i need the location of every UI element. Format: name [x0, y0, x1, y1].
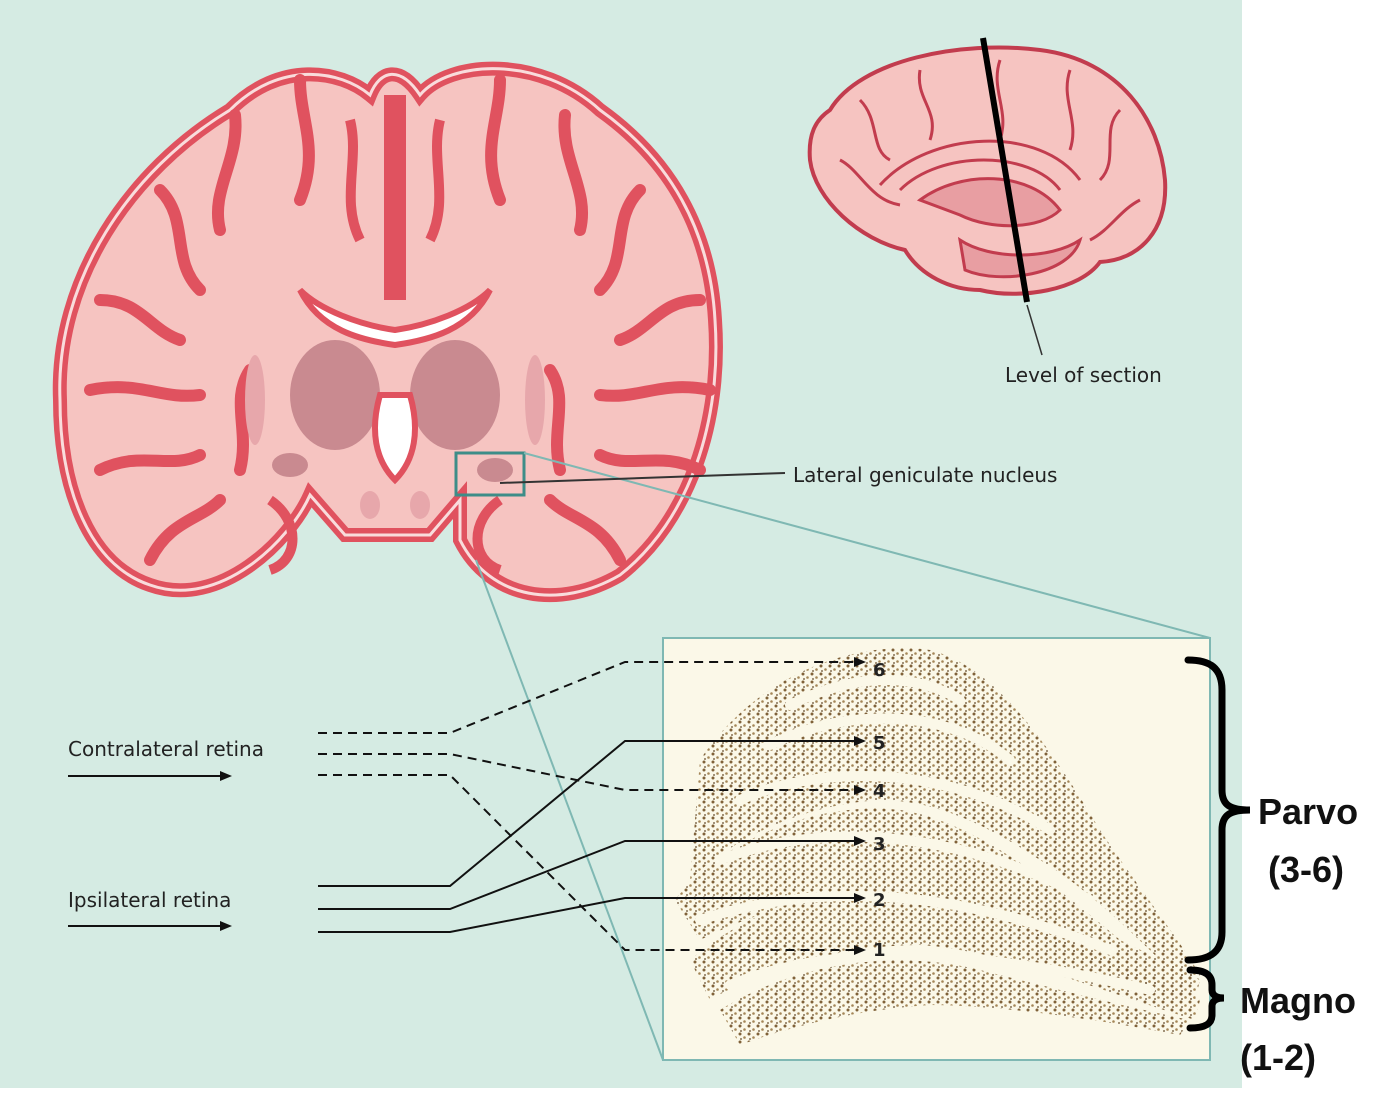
layer-number-6: 6	[873, 660, 886, 681]
layer-number-5: 5	[873, 733, 886, 754]
layer-number-1: 1	[873, 940, 886, 961]
ipsilateral-retina-label: Ipsilateral retina	[68, 888, 231, 912]
layer-number-4: 4	[873, 781, 886, 802]
parvo-title: Parvo	[1258, 791, 1358, 832]
lgn-label: Lateral geniculate nucleus	[793, 463, 1057, 487]
contralateral-retina-label: Contralateral retina	[68, 737, 264, 761]
magno-title: Magno	[1240, 980, 1356, 1021]
parvo-range: (3-6)	[1268, 849, 1344, 890]
layer-number-2: 2	[873, 890, 886, 911]
magno-range: (1-2)	[1240, 1037, 1316, 1078]
level-of-section-label: Level of section	[1005, 363, 1162, 387]
layer-number-3: 3	[873, 834, 886, 855]
